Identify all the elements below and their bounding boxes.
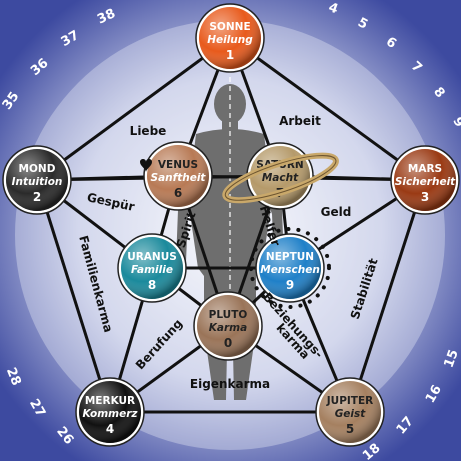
ring-number-15: 15 [442, 348, 461, 370]
label-arbeit: Arbeit [279, 114, 321, 128]
planet-neptun-keyword: Menschen [260, 264, 320, 276]
planet-mars-shade [394, 149, 456, 211]
planet-neptun-number: 9 [286, 278, 294, 292]
planet-jupiter-number: 5 [346, 422, 354, 436]
planet-venus-name: VENUS [158, 159, 198, 171]
label-geld: Geld [321, 205, 352, 219]
planet-sonne-shade [199, 7, 261, 69]
planet-pluto-shade [197, 295, 259, 357]
planet-uranus-number: 8 [148, 278, 156, 292]
planet-pluto-keyword: Karma [209, 322, 247, 334]
planet-merkur-shade [79, 381, 141, 443]
saturn-ring-edge [224, 155, 337, 201]
planet-neptun-shade [259, 237, 321, 299]
planet-mond-number: 2 [33, 190, 41, 204]
planet-jupiter-shade [319, 381, 381, 443]
planet-pluto-name: PLUTO [209, 309, 248, 321]
planet-sonne-name: SONNE [209, 21, 250, 33]
planet-uranus-shade [121, 237, 183, 299]
planet-sonne-keyword: Heilung [207, 34, 253, 46]
ring-number-38: 38 [95, 6, 118, 27]
neptun-dotted-ring [249, 227, 331, 309]
planet-venus-keyword: Sanftheit [151, 172, 207, 184]
planet-jupiter-keyword: Geist [335, 408, 367, 420]
planet-sonne-number: 1 [226, 48, 234, 62]
planet-uranus-name: URANUS [127, 251, 177, 263]
edge-mars-jupiter [348, 179, 427, 413]
ring-number-9: 9 [449, 115, 461, 130]
planet-mond-keyword: Intuition [12, 176, 63, 188]
planet-mars-name: MARS [408, 163, 442, 175]
planet-mond-name: MOND [19, 163, 56, 175]
planet-mond-shade [6, 149, 68, 211]
ring-number-28: 28 [3, 365, 24, 387]
edge-sonne-mond [36, 36, 231, 182]
planet-venus-shade [147, 145, 209, 207]
planet-uranus-keyword: Familie [131, 264, 173, 276]
label-eigenkarma: Eigenkarma [190, 377, 270, 391]
planet-merkur-number: 4 [106, 422, 114, 436]
planet-merkur-keyword: Kommerz [82, 408, 138, 420]
planet-neptun-name: NEPTUN [266, 251, 314, 263]
label-liebe: Liebe [130, 124, 167, 138]
heart-icon [140, 159, 152, 172]
planet-saturn-keyword: Macht [262, 172, 299, 184]
planet-mars-number: 3 [421, 190, 429, 204]
planet-mars-keyword: Sicherheit [395, 176, 456, 188]
edge-mond-merkur [35, 179, 112, 413]
planet-jupiter-name: JUPITER [326, 395, 373, 407]
planet-venus-number: 6 [174, 186, 182, 200]
edge-sonne-mars [229, 36, 426, 182]
planet-pluto-number: 0 [224, 336, 232, 350]
planet-merkur-name: MERKUR [85, 395, 135, 407]
